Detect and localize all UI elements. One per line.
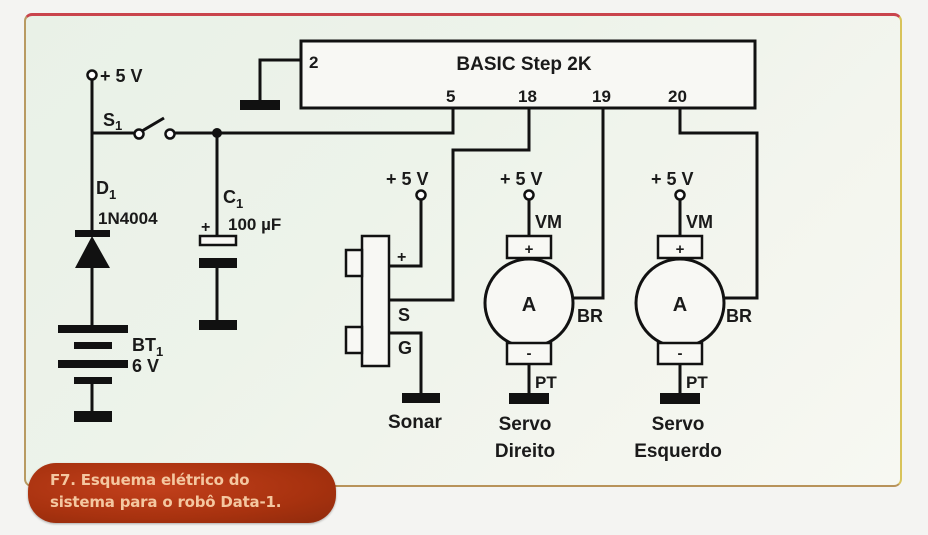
power-section: + 5 V S1 D1 1N4004 C1 + 100 µF BT1 [58, 66, 455, 422]
pin-2-ground [240, 58, 301, 110]
sonar-supply-label: + 5 V [386, 169, 429, 189]
servo-ground [660, 393, 700, 404]
wire-pin-2 [258, 58, 301, 103]
battery-label: BT1 [132, 335, 163, 359]
wire-switch-to-pin-5 [175, 108, 455, 135]
servo-vm-label: VM [535, 212, 562, 232]
capacitor-plate-negative [199, 258, 237, 268]
capacitor-ground [199, 320, 237, 330]
caption-line-2: sistema para o robô Data-1. [50, 493, 282, 511]
sonar-body [360, 234, 391, 368]
caption-line-1: F7. Esquema elétrico do [50, 471, 250, 489]
servo-minus: - [678, 345, 683, 362]
sonar-transducer-bottom [344, 325, 364, 355]
sonar-module: + 5 V + S G Sonar [344, 169, 442, 433]
pin-20-label: 20 [668, 87, 687, 106]
servo-name-line2: Esquerdo [634, 441, 722, 462]
capacitor-plate-positive [198, 234, 238, 247]
supply-label: + 5 V [100, 66, 143, 86]
servo-plus: + [525, 241, 534, 258]
servo-br-label: BR [726, 306, 752, 326]
wire-sonar-plus [389, 200, 423, 268]
servo-motor-label: A [673, 294, 687, 316]
servo-supply-terminal [523, 189, 535, 201]
wire-pin-18-to-sonar [389, 108, 531, 302]
microcontroller-body [299, 39, 757, 110]
capacitor-value: 100 µF [228, 215, 281, 234]
pin-5-label: 5 [446, 87, 455, 106]
pin-18-label: 18 [518, 87, 537, 106]
sonar-name: Sonar [388, 412, 442, 433]
servo-supply-label: + 5 V [651, 169, 694, 189]
servo-vm-label: VM [686, 212, 713, 232]
capacitor-label: C1 [223, 187, 243, 211]
servo-plus: + [676, 241, 685, 258]
ground-symbol [240, 100, 280, 110]
switch-contact-left [133, 128, 145, 140]
sonar-supply-terminal [415, 189, 427, 201]
servo-pt-label: PT [686, 373, 708, 392]
switch-lever [141, 116, 165, 133]
servo-left: + 5 V VM + A - BR PT Servo Esquerdo [634, 169, 752, 462]
servo-name-line2: Direito [495, 441, 555, 462]
microcontroller: BASIC Step 2K 2 5 18 19 20 [299, 39, 757, 110]
servo-motor-label: A [522, 294, 536, 316]
sonar-pin-s: S [398, 305, 410, 325]
supply-terminal [86, 69, 98, 81]
sonar-pin-g: G [398, 338, 412, 358]
figure-caption: F7. Esquema elétrico do sistema para o r… [28, 463, 336, 523]
servo-pt-label: PT [535, 373, 557, 392]
battery-ground [74, 411, 112, 422]
battery-plate-long-2 [58, 360, 128, 368]
servo-supply-label: + 5 V [500, 169, 543, 189]
servo-br-label: BR [577, 306, 603, 326]
battery-plate-long-1 [58, 325, 128, 333]
servo-name-line1: Servo [499, 414, 552, 435]
wire-sonar-ground [389, 331, 423, 396]
battery-plate-short-2 [74, 377, 112, 384]
pin-2-label: 2 [309, 53, 318, 72]
servo-right: + 5 V VM + A - BR PT Servo Direito [483, 169, 603, 462]
sonar-transducer-top [344, 248, 364, 278]
sonar-ground [402, 393, 440, 403]
diode-part: 1N4004 [98, 209, 158, 228]
diode-cathode-bar [75, 230, 110, 237]
switch-contact-right [164, 128, 176, 140]
capacitor-plus: + [201, 219, 210, 236]
diode-label: D1 [96, 178, 116, 202]
servo-ground [509, 393, 549, 404]
servo-name-line1: Servo [652, 414, 705, 435]
switch-label: S1 [103, 110, 122, 133]
diode-symbol [75, 236, 110, 268]
pin-19-label: 19 [592, 87, 611, 106]
battery-plate-short-1 [74, 342, 112, 349]
microcontroller-name: BASIC Step 2K [456, 54, 591, 75]
battery-value: 6 V [132, 356, 159, 376]
wire-pin-20-to-servo-left [678, 108, 759, 300]
servo-supply-terminal [674, 189, 686, 201]
wire-pin-19-to-servo-right [574, 108, 605, 300]
sonar-pin-plus: + [397, 249, 406, 266]
servo-minus: - [527, 345, 532, 362]
